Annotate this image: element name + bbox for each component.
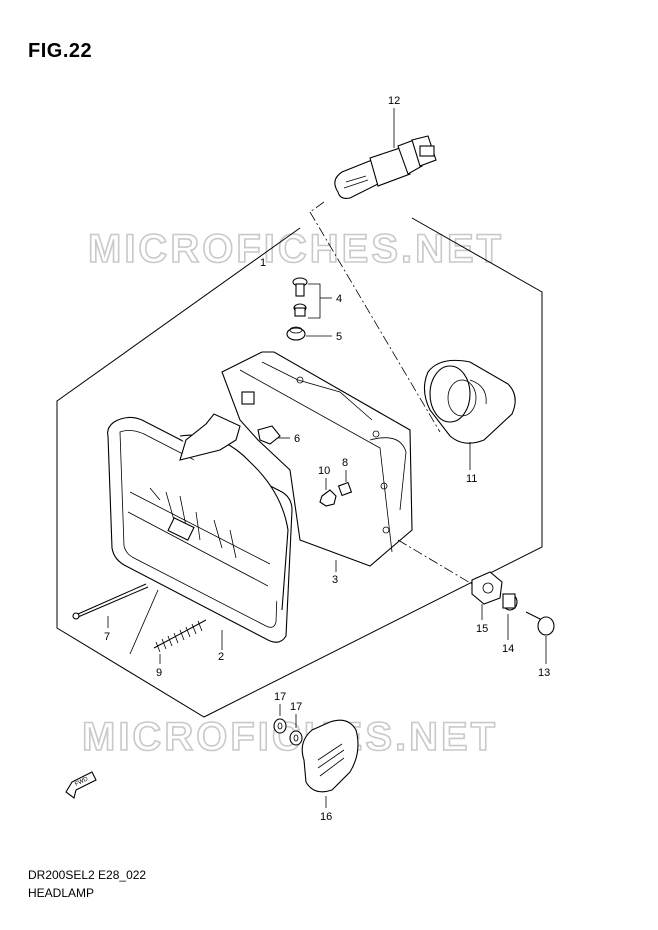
- callout-labels: 1 2 3 4 5 6 7 8 9 10 11 12 13 14 15 16 1…: [104, 95, 550, 823]
- callout-6: 6: [294, 433, 300, 445]
- callout-4: 4: [336, 293, 342, 305]
- headlamp-bulb: [334, 135, 437, 199]
- callout-13: 13: [538, 667, 550, 679]
- diagram-code: DR200SEL2 E28_022: [28, 868, 147, 882]
- callout-12: 12: [388, 95, 400, 107]
- reflector: [301, 719, 359, 793]
- callout-1: 1: [260, 257, 266, 269]
- socket-cover: [423, 359, 516, 470]
- reflector-washers: [273, 718, 303, 746]
- adjusting-screw: [72, 583, 149, 620]
- callout-5: 5: [336, 331, 342, 343]
- forward-arrow-icon: FWD: [65, 771, 97, 799]
- adjuster-nut: [471, 571, 503, 605]
- callout-2: 2: [218, 651, 224, 663]
- callout-17a: 17: [274, 691, 286, 703]
- callout-11: 11: [466, 473, 477, 485]
- callout-3: 3: [332, 574, 338, 586]
- nut-and-collar: [319, 481, 353, 507]
- callout-16: 16: [320, 811, 332, 823]
- mounting-clip: [257, 425, 281, 445]
- bolt-and-washer: [292, 277, 308, 317]
- assembly-outline: [56, 217, 543, 718]
- callout-15: 15: [476, 623, 488, 635]
- callout-8: 8: [342, 457, 348, 469]
- mounting-bolt: [525, 611, 555, 636]
- watermark-bottom: MICROFICHES.NET: [82, 715, 498, 759]
- callout-10: 10: [318, 465, 330, 477]
- callout-7: 7: [104, 631, 110, 643]
- watermark-top: MICROFICHES.NET: [88, 227, 504, 271]
- callout-9: 9: [156, 667, 162, 679]
- collar: [502, 593, 518, 611]
- grommet: [286, 326, 306, 341]
- diagram-name: HEADLAMP: [28, 886, 95, 900]
- headlamp-housing: [221, 351, 413, 567]
- figure-title: FIG.22: [28, 40, 93, 62]
- callout-17b: 17: [290, 701, 302, 713]
- fwd-label: FWD: [74, 776, 90, 788]
- adjusting-spring: [153, 619, 207, 653]
- callout-14: 14: [502, 643, 514, 655]
- lens-unit: [107, 413, 293, 643]
